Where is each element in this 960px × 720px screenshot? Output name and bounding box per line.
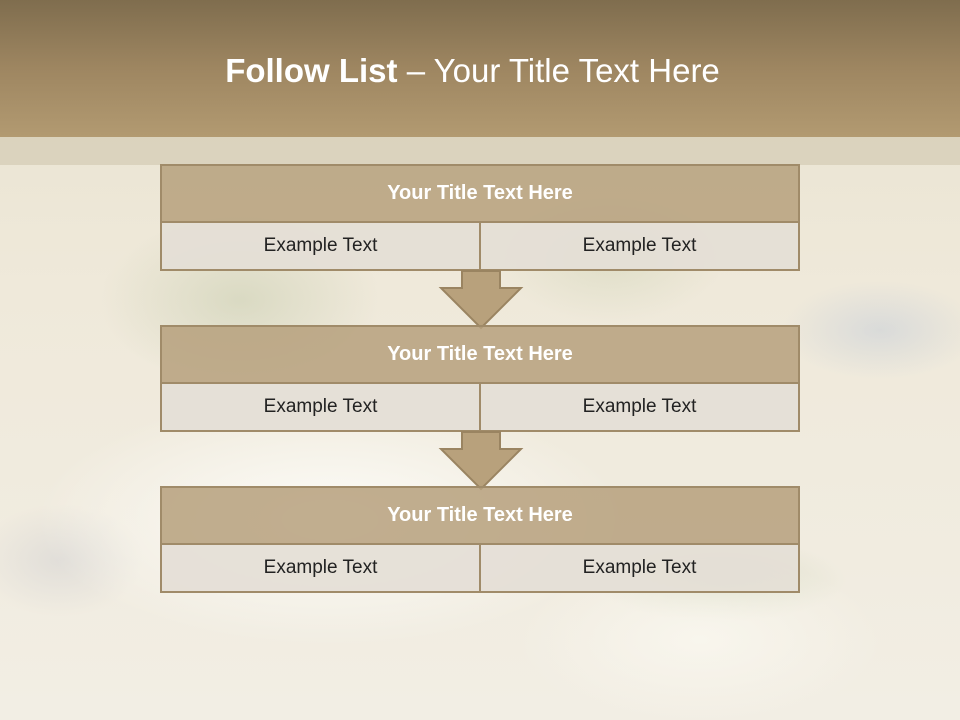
- list-box-row: Example Text Example Text: [162, 223, 798, 269]
- slide-title-bold: Follow List: [225, 52, 398, 89]
- list-box-cell-right: Example Text: [479, 545, 798, 591]
- down-arrow-icon: [438, 270, 524, 330]
- list-box-2: Your Title Text Here Example Text Exampl…: [160, 325, 800, 432]
- header-strip: [0, 137, 960, 165]
- list-box-title: Your Title Text Here: [162, 327, 798, 384]
- header-band: [0, 0, 960, 137]
- list-box-cell-right: Example Text: [479, 223, 798, 269]
- slide-title-rest: – Your Title Text Here: [406, 52, 720, 89]
- list-box-row: Example Text Example Text: [162, 545, 798, 591]
- slide-title: Follow List – Your Title Text Here: [0, 52, 945, 90]
- list-box-row: Example Text Example Text: [162, 384, 798, 430]
- list-box-cell-left: Example Text: [162, 545, 479, 591]
- list-box-1: Your Title Text Here Example Text Exampl…: [160, 164, 800, 271]
- list-box-title: Your Title Text Here: [162, 488, 798, 545]
- list-box-cell-left: Example Text: [162, 384, 479, 430]
- list-box-cell-left: Example Text: [162, 223, 479, 269]
- list-box-3: Your Title Text Here Example Text Exampl…: [160, 486, 800, 593]
- down-arrow-icon: [438, 431, 524, 491]
- list-box-cell-right: Example Text: [479, 384, 798, 430]
- list-box-title: Your Title Text Here: [162, 166, 798, 223]
